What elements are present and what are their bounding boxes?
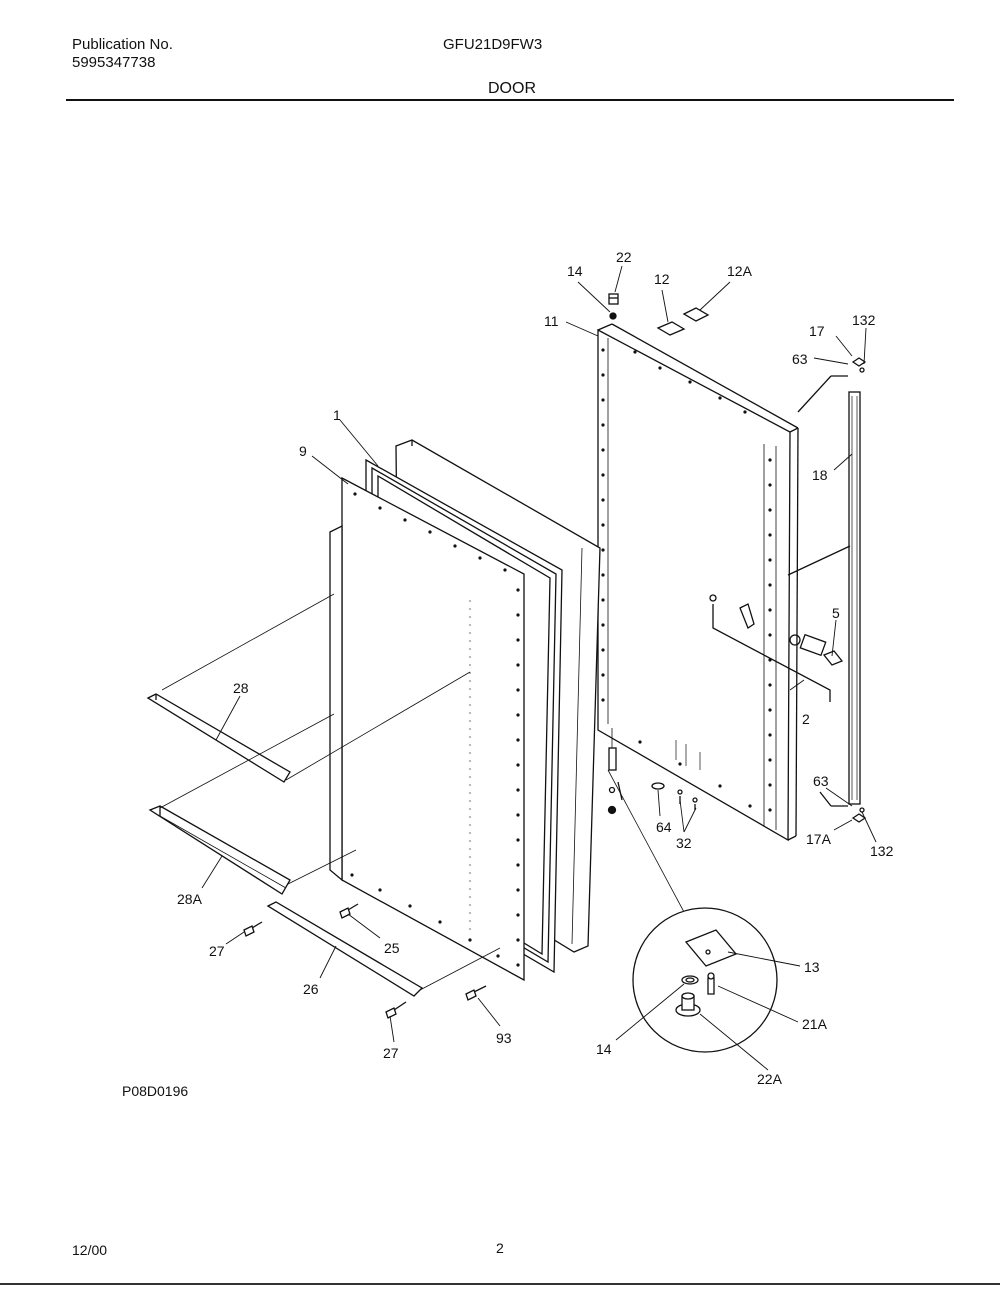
callout-64: 64 — [656, 819, 672, 835]
footer-date: 12/00 — [72, 1242, 108, 1258]
callout-13: 13 — [804, 959, 820, 975]
callout-63-top: 63 — [792, 351, 808, 367]
bottom-trim-26 — [266, 901, 424, 997]
callout-63-bottom: 63 — [813, 773, 829, 789]
gasket-strip-18 — [797, 357, 867, 823]
door-outer-shell — [597, 323, 799, 842]
callout-22: 22 — [616, 249, 632, 265]
callout-labels: 22 14 12 12A 11 17 132 63 18 1 9 5 2 28 … — [177, 249, 894, 1087]
callout-12a: 12A — [727, 263, 753, 279]
callout-32: 32 — [676, 835, 692, 851]
callout-18: 18 — [812, 467, 828, 483]
top-labels-12-12a — [656, 307, 710, 336]
lock-assembly — [709, 545, 851, 702]
shell-screw-holes — [601, 348, 772, 812]
hinge-detail-view — [632, 907, 778, 1053]
callout-2: 2 — [802, 711, 810, 727]
callout-11: 11 — [544, 313, 559, 329]
figure-id: P08D0196 — [122, 1083, 189, 1099]
callout-28a: 28A — [177, 891, 203, 907]
shelf-rail-28a — [148, 805, 291, 895]
page-number: 2 — [496, 1240, 504, 1256]
callout-9: 9 — [299, 443, 307, 459]
callout-14-top: 14 — [567, 263, 583, 279]
header-rule — [66, 99, 954, 101]
callout-12: 12 — [654, 271, 670, 287]
callout-132-bottom: 132 — [870, 843, 894, 859]
callout-21a: 21A — [802, 1016, 828, 1032]
footer-rule — [0, 1283, 1000, 1285]
shelf-rail-28 — [146, 693, 291, 783]
callout-17a: 17A — [806, 831, 832, 847]
callout-14-detail: 14 — [596, 1041, 612, 1057]
callout-27-bottom: 27 — [383, 1045, 399, 1061]
callout-27-top: 27 — [209, 943, 225, 959]
inner-liner — [329, 476, 525, 982]
callout-5: 5 — [832, 605, 840, 621]
assembly-leader-lines — [159, 593, 685, 991]
model-number: GFU21D9FW3 — [443, 36, 543, 53]
callout-17: 17 — [809, 323, 825, 339]
screws — [243, 903, 487, 1019]
callout-26: 26 — [303, 981, 319, 997]
callout-22a: 22A — [757, 1071, 783, 1087]
section-title: DOOR — [488, 80, 536, 97]
publication-label: Publication No. — [72, 36, 173, 53]
callout-132-top: 132 — [852, 312, 876, 328]
callout-93: 93 — [496, 1030, 512, 1046]
bottom-hardware — [607, 728, 698, 815]
callout-25: 25 — [384, 940, 400, 956]
callout-28: 28 — [233, 680, 249, 696]
callout-1: 1 — [333, 407, 341, 423]
callout-leaders — [201, 265, 877, 1071]
top-plug — [608, 293, 619, 320]
publication-number: 5995347738 — [72, 54, 156, 71]
